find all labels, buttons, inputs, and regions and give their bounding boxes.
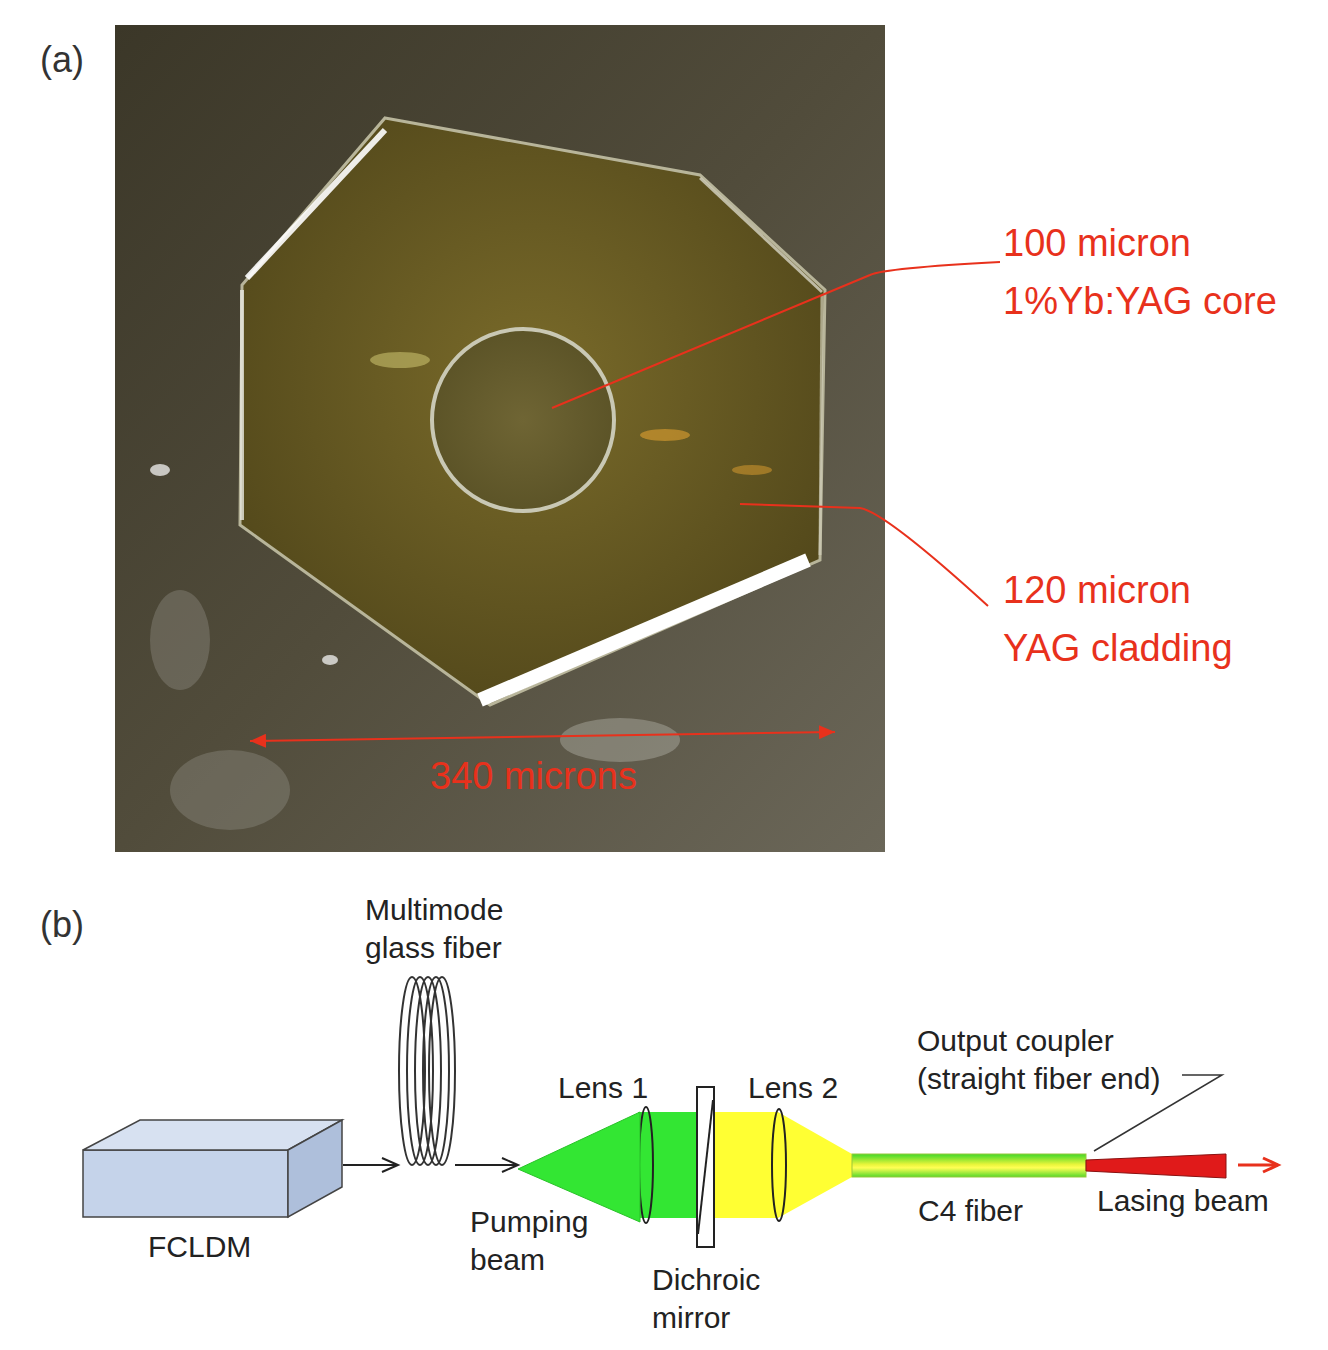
beam-arrow — [455, 1164, 518, 1166]
coil-loop — [423, 977, 449, 1165]
laser-module: FCLDM — [83, 1120, 343, 1218]
leader-line — [552, 262, 1000, 408]
output-arrow — [1238, 1164, 1278, 1167]
pump-beam: Pumping beam — [518, 1112, 640, 1222]
box-face — [288, 1120, 342, 1217]
node-label: Multimode glass fiber — [365, 891, 525, 967]
dimension-arrow — [250, 732, 835, 741]
coil-loop — [429, 977, 455, 1165]
dichroic-mirror-symbol — [697, 1087, 714, 1247]
beam-arrow — [343, 1164, 398, 1166]
laser-module-shape — [83, 1120, 343, 1218]
filtered-beam-section — [705, 1112, 778, 1218]
part-label: Lasing beam — [1097, 1183, 1269, 1219]
node-label: Pumping beam — [470, 1203, 610, 1279]
leader-line — [740, 504, 988, 606]
fiber-coil: Multimode glass fiber — [398, 975, 455, 1168]
panel-label: (a) — [40, 38, 84, 82]
c4-fiber — [852, 1154, 1086, 1177]
part-label: Dichroic mirror — [652, 1261, 772, 1337]
coil-loop — [399, 977, 425, 1165]
part-label: Output coupler (straight fiber end) — [917, 1022, 1172, 1098]
part-label: Lens 1 — [558, 1070, 648, 1106]
cladding-label: 120 micron YAG cladding — [1003, 561, 1263, 677]
part-label: Lens 2 — [748, 1070, 838, 1106]
lens-symbol — [772, 1109, 786, 1221]
lasing-beam — [1086, 1154, 1226, 1178]
panel-label: (b) — [40, 903, 84, 947]
part-label: C4 fiber — [918, 1193, 1023, 1229]
fiber-coil-shape — [398, 975, 455, 1168]
pump-beam-section — [638, 1112, 706, 1218]
lens-symbol — [639, 1107, 653, 1223]
box-face — [83, 1150, 288, 1217]
fiber-photo — [115, 25, 885, 852]
focused-beam — [778, 1112, 852, 1218]
dimension-label: 340 microns — [430, 753, 637, 799]
core-label: 100 micron 1%Yb:YAG core — [1003, 214, 1303, 330]
node-label: FCLDM — [148, 1229, 251, 1265]
